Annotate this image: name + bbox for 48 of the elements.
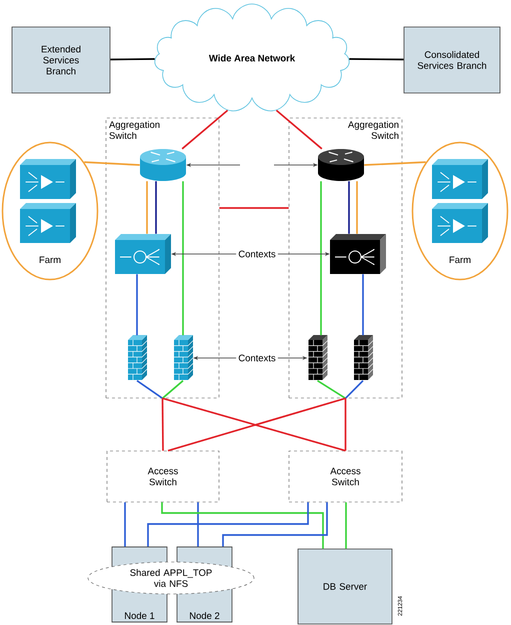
cable-line [219, 207, 289, 209]
cable-line [197, 502, 199, 547]
cable-line [344, 398, 346, 451]
switch-group-box: Aggregation Switch [106, 118, 220, 398]
site-box: Extended Services Branch [12, 26, 110, 94]
cable-line [362, 274, 364, 336]
cable-line [136, 274, 138, 336]
server-box: DB Server [298, 548, 392, 624]
context-text: Contexts [238, 250, 276, 258]
cable-line [276, 110, 322, 150]
cable-line [124, 502, 126, 547]
cable-line [356, 181, 358, 234]
appliance-icon [432, 159, 488, 199]
cable-line [349, 58, 404, 60]
cable-line [182, 181, 184, 336]
switch-box: Access Switch [288, 450, 402, 502]
firewall-icon [128, 335, 148, 380]
cable-line [162, 380, 184, 399]
firewall-icon [354, 335, 374, 380]
router-icon [318, 149, 364, 181]
appliance-icon [20, 159, 76, 199]
cable-line [84, 161, 140, 166]
cable-line [222, 502, 328, 547]
load-balancer-icon [115, 234, 171, 274]
firewall-icon [174, 335, 194, 380]
switch-group-box: Aggregation Switch [288, 118, 402, 398]
cable-line [364, 161, 426, 166]
switch-box: Access Switch [106, 450, 220, 502]
router-icon [140, 149, 186, 181]
context-text: Contexts [238, 354, 276, 362]
appliance-icon [432, 203, 488, 243]
appliance-icon [20, 203, 76, 243]
cloud: Wide Area Network [154, 4, 350, 112]
cable-line [147, 502, 309, 547]
cable-line [110, 58, 155, 60]
cable-line [161, 502, 324, 549]
cable-line [344, 380, 364, 399]
cable-line [317, 380, 346, 400]
load-balancer-icon [330, 234, 386, 274]
cable-line [162, 398, 164, 451]
cable-line [320, 181, 322, 336]
cable-line [155, 181, 157, 234]
firewall-icon [308, 335, 328, 380]
cable-line [146, 181, 148, 234]
cable-line [348, 181, 350, 234]
cable-line [345, 502, 347, 549]
site-box: Consolidated Services Branch [404, 26, 500, 94]
cable-line [136, 380, 163, 399]
